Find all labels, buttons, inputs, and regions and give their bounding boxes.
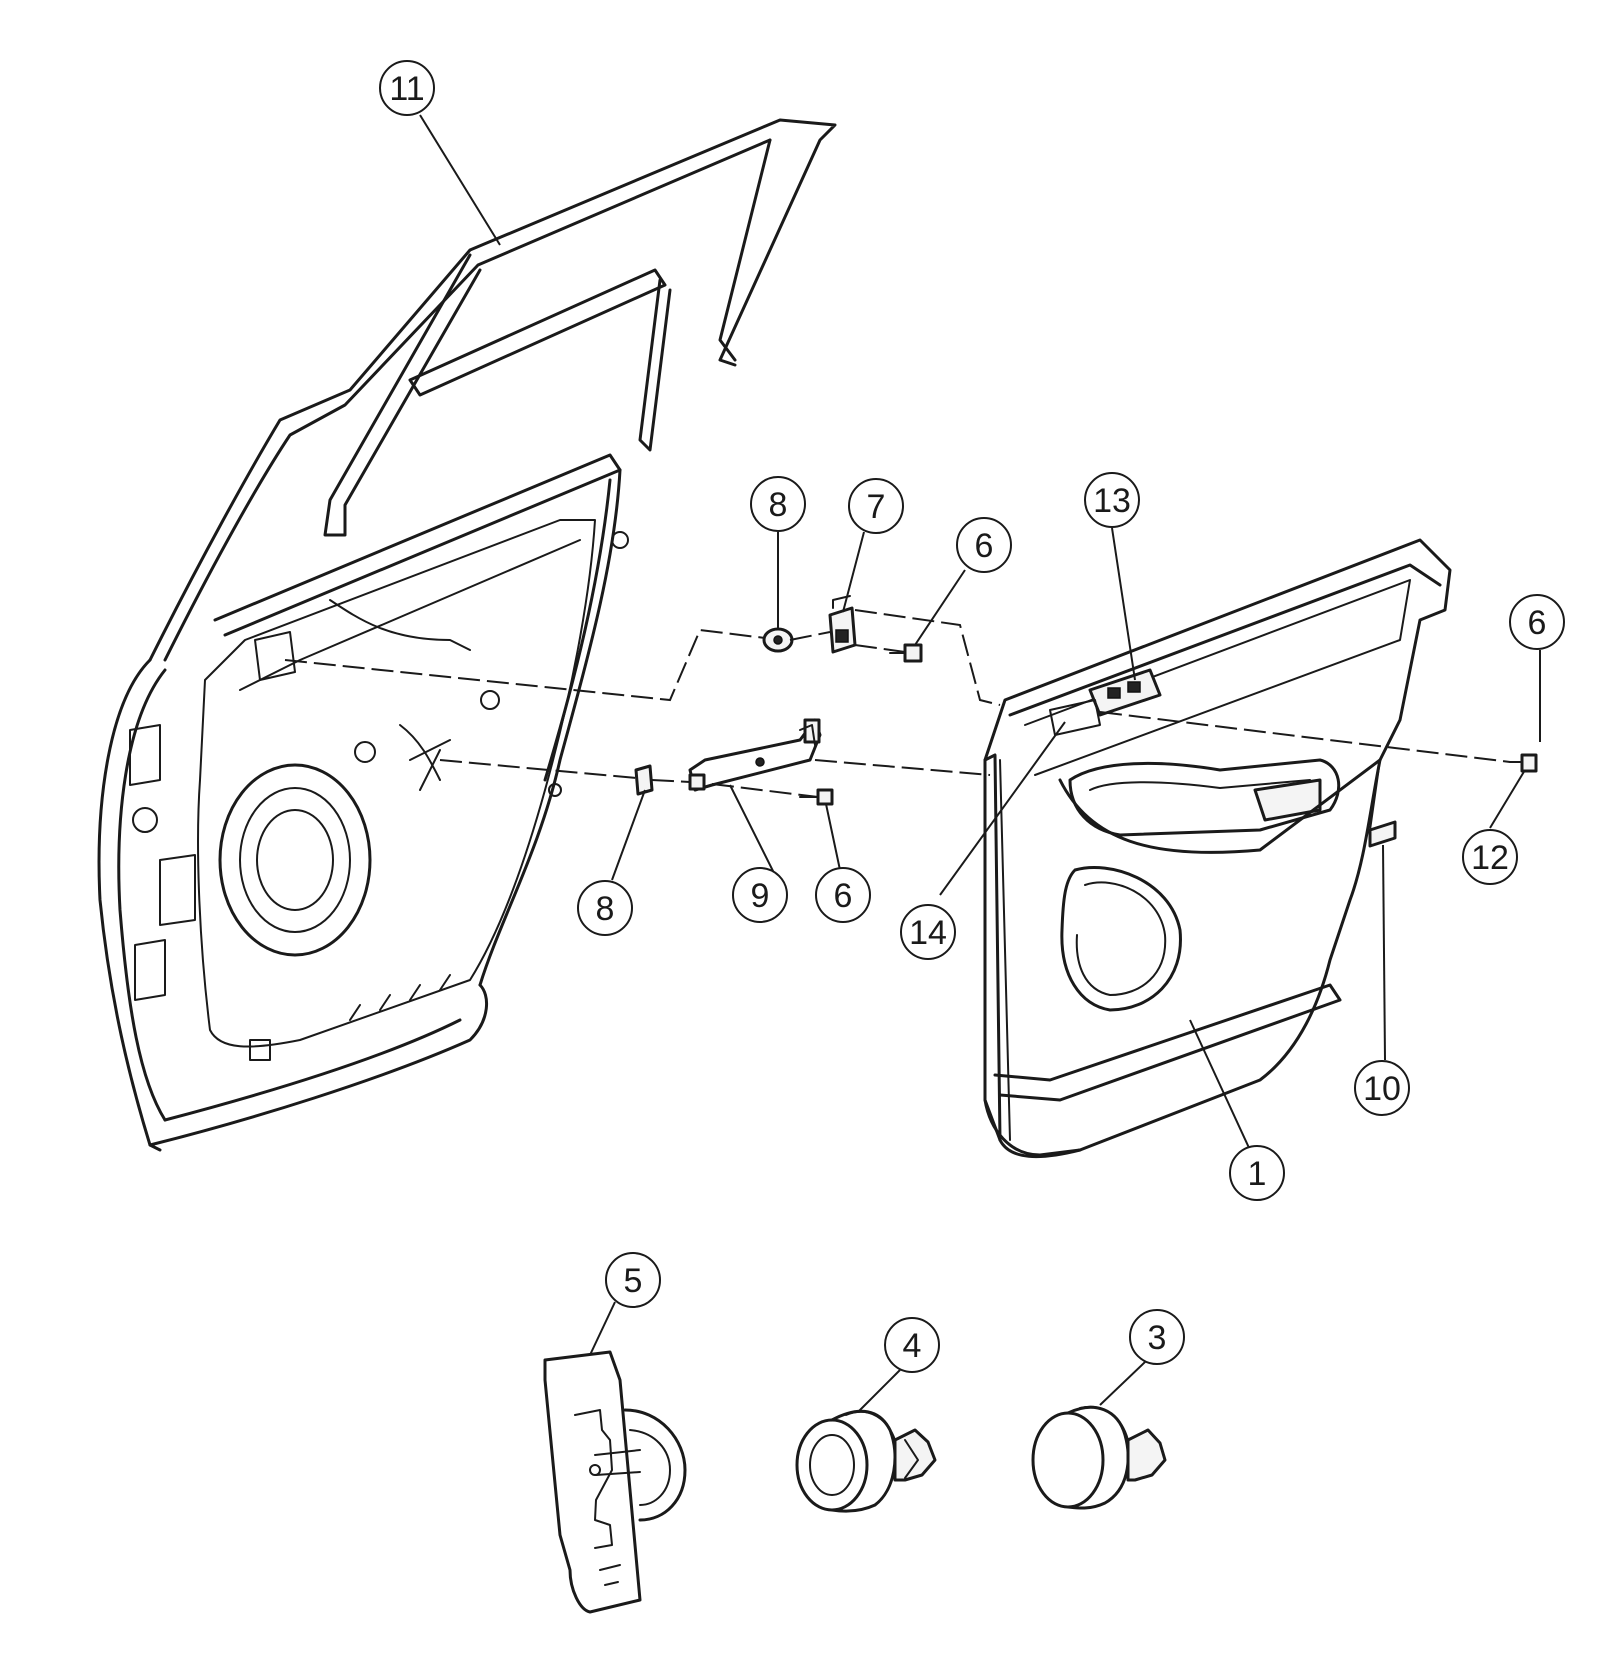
bracket-9 [688, 718, 822, 792]
callout-6-right-label: 6 [1528, 604, 1547, 642]
fastener-8-upper [762, 627, 794, 653]
callout-6-upper-label: 6 [975, 527, 994, 565]
bolt-6-upper [889, 643, 923, 663]
callout-3-label: 3 [1148, 1319, 1167, 1357]
callout-5-label: 5 [624, 1262, 643, 1300]
callout-9: 9 [732, 867, 788, 923]
push-pin-4 [795, 1409, 937, 1513]
callout-5: 5 [605, 1252, 661, 1308]
callout-11-label: 11 [389, 70, 424, 108]
callout-6-right: 6 [1509, 594, 1565, 650]
callout-8-lower: 8 [577, 880, 633, 936]
door-trim-panel [983, 538, 1452, 1159]
callout-9-label: 9 [751, 877, 770, 915]
callout-6-upper: 6 [956, 517, 1012, 573]
assembly-lines [284, 609, 1511, 798]
bolt-6-lower [799, 788, 834, 806]
callout-8-upper-label: 8 [769, 486, 788, 524]
callout-12-label: 12 [1471, 839, 1509, 877]
callout-13-label: 13 [1093, 482, 1131, 520]
callout-10: 10 [1354, 1060, 1410, 1116]
callout-8-upper: 8 [750, 476, 806, 532]
callout-11: 11 [379, 60, 435, 116]
bracket-7 [828, 595, 857, 654]
callout-6-lower-label: 6 [834, 877, 853, 915]
callout-6-lower: 6 [815, 867, 871, 923]
callout-8-lower-label: 8 [596, 890, 615, 928]
bracket-plate-5 [543, 1350, 687, 1614]
callout-1: 1 [1229, 1145, 1285, 1201]
callout-10-label: 10 [1363, 1070, 1401, 1108]
callout-4: 4 [884, 1317, 940, 1373]
callout-7: 7 [848, 478, 904, 534]
callout-14-label: 14 [909, 914, 947, 952]
door-shell [97, 118, 837, 1152]
push-pin-3 [1031, 1405, 1167, 1510]
callout-7-label: 7 [867, 488, 886, 526]
callout-1-label: 1 [1248, 1155, 1267, 1193]
callout-12: 12 [1462, 829, 1518, 885]
fastener-8-lower [634, 764, 654, 796]
callout-4-label: 4 [903, 1327, 922, 1365]
callout-14: 14 [900, 904, 956, 960]
callout-13: 13 [1084, 472, 1140, 528]
bolt-12 [1509, 753, 1538, 773]
callout-3: 3 [1129, 1309, 1185, 1365]
leader-lines [419, 114, 1541, 1413]
